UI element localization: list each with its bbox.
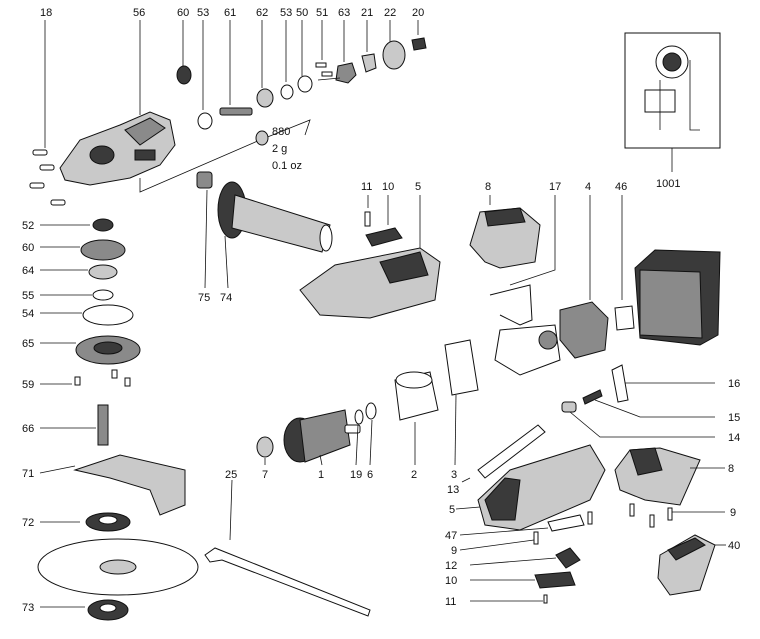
label-65: 65 [22, 338, 34, 350]
label-74: 74 [220, 292, 232, 304]
label-63: 63 [338, 7, 350, 19]
label-7: 7 [262, 469, 268, 481]
disc-and-nut-73 [37, 538, 199, 621]
rear-cover-8 [614, 447, 725, 528]
label-10-top: 10 [382, 181, 394, 193]
screw-11-top [364, 195, 371, 227]
electronics-4 [559, 195, 609, 359]
screws-18 [29, 20, 66, 206]
label-21: 21 [361, 7, 373, 19]
end-cap-40 [657, 534, 726, 596]
inset-frame-1001 [624, 32, 721, 172]
label-53: 53 [197, 7, 209, 19]
label-62: 62 [256, 7, 268, 19]
grease-weight-g: 2 g [272, 143, 287, 155]
label-71: 71 [22, 468, 34, 480]
label-53-b: 53 [280, 7, 292, 19]
grease-part-number: 880 [272, 126, 290, 138]
top-cover-8 [469, 195, 541, 269]
label-9-bottom: 9 [451, 545, 457, 557]
label-22: 22 [384, 7, 396, 19]
label-20: 20 [412, 7, 424, 19]
label-56: 56 [133, 7, 145, 19]
flange-72 [40, 512, 131, 532]
label-6: 6 [367, 469, 373, 481]
label-1001: 1001 [656, 178, 680, 190]
label-1: 1 [318, 469, 324, 481]
label-25: 25 [225, 469, 237, 481]
brush-parts [561, 364, 715, 438]
label-40: 40 [728, 540, 740, 552]
label-5-bottom: 5 [449, 504, 455, 516]
label-14: 14 [728, 432, 740, 444]
label-51: 51 [316, 7, 328, 19]
grease-880 [139, 119, 311, 193]
label-61: 61 [224, 7, 236, 19]
cover-10-top [365, 195, 403, 247]
housing-shell-5 [299, 195, 441, 319]
label-46 [614, 195, 635, 331]
label-54: 54 [22, 308, 34, 320]
label-50: 50 [296, 7, 308, 19]
label-75: 75 [198, 292, 210, 304]
armature-assembly [256, 371, 439, 466]
label-59: 59 [22, 379, 34, 391]
label-47: 47 [445, 530, 457, 542]
label-55: 55 [22, 290, 34, 302]
top-parts-row [176, 20, 427, 130]
label-18: 18 [40, 7, 52, 19]
battery-pack [634, 249, 721, 346]
label-8-top: 8 [485, 181, 491, 193]
brush-holder-3 [444, 339, 546, 483]
gear-head-housing-56 [59, 20, 176, 186]
label-5-top: 5 [415, 181, 421, 193]
label-3: 3 [451, 469, 457, 481]
label-19: 19 [350, 469, 362, 481]
label-16: 16 [728, 378, 740, 390]
label-9-right: 9 [730, 507, 736, 519]
guard-71 [39, 454, 186, 516]
side-handle-74 [196, 171, 333, 289]
label-66: 66 [22, 423, 34, 435]
switch-17 [489, 195, 556, 326]
left-stack [40, 218, 141, 446]
label-11-top: 11 [361, 181, 372, 193]
label-52: 52 [22, 220, 34, 232]
label-60-b: 60 [22, 242, 34, 254]
label-8-b: 8 [728, 463, 734, 475]
label-10-bottom: 10 [445, 575, 457, 587]
label-4: 4 [585, 181, 591, 193]
label-2: 2 [411, 469, 417, 481]
spanner-25 [204, 479, 371, 617]
label-64: 64 [22, 265, 34, 277]
grease-weight-oz: 0.1 oz [272, 160, 302, 172]
label-73: 73 [22, 602, 34, 614]
label-12: 12 [445, 560, 457, 572]
lower-housing-5 [455, 444, 606, 604]
label-11-bottom: 11 [445, 596, 456, 608]
label-72: 72 [22, 517, 34, 529]
label-46: 46 [615, 181, 627, 193]
label-60: 60 [177, 7, 189, 19]
label-17: 17 [549, 181, 561, 193]
label-15: 15 [728, 412, 740, 424]
label-13: 13 [447, 484, 459, 496]
motor-terminals [494, 324, 561, 376]
